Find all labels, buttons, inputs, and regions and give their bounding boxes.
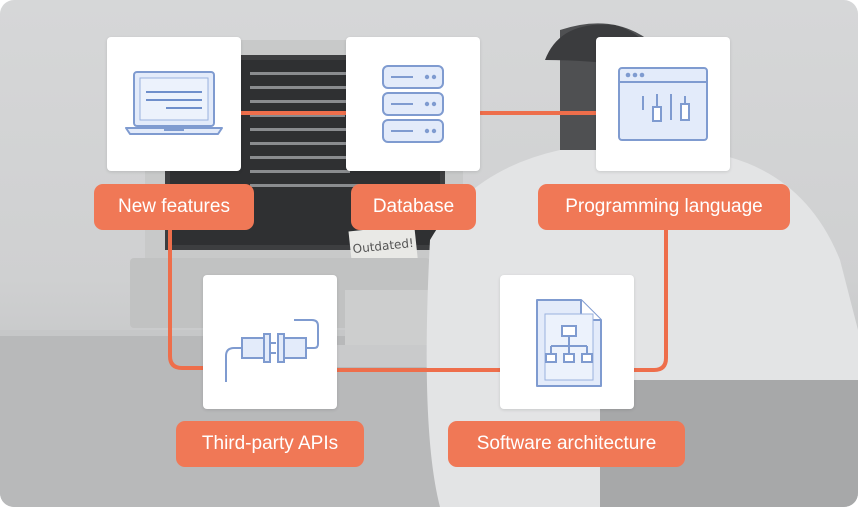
- card-third-party-apis: [203, 275, 337, 409]
- sticky-note-text: Outdated!: [352, 236, 414, 256]
- label-database: Database: [351, 184, 476, 230]
- connector-programming-language-software-architecture: [632, 228, 668, 372]
- label-third-party-apis: Third-party APIs: [176, 421, 364, 467]
- label-programming-language: Programming language: [538, 184, 790, 230]
- plug-connector-icon: [225, 319, 319, 382]
- architecture-document-icon: [536, 299, 602, 387]
- database-icon: [382, 65, 444, 143]
- card-software-architecture: [500, 275, 634, 409]
- card-programming-language: [596, 37, 730, 171]
- laptop-icon: [125, 71, 223, 135]
- connector-third-party-apis-new-features: [168, 228, 205, 370]
- card-new-features: [107, 37, 241, 171]
- code-window-icon: [618, 67, 708, 141]
- label-new-features: New features: [94, 184, 254, 230]
- sticky-note: Outdated!: [348, 224, 418, 266]
- label-software-architecture: Software architecture: [448, 421, 685, 467]
- card-database: [346, 37, 480, 171]
